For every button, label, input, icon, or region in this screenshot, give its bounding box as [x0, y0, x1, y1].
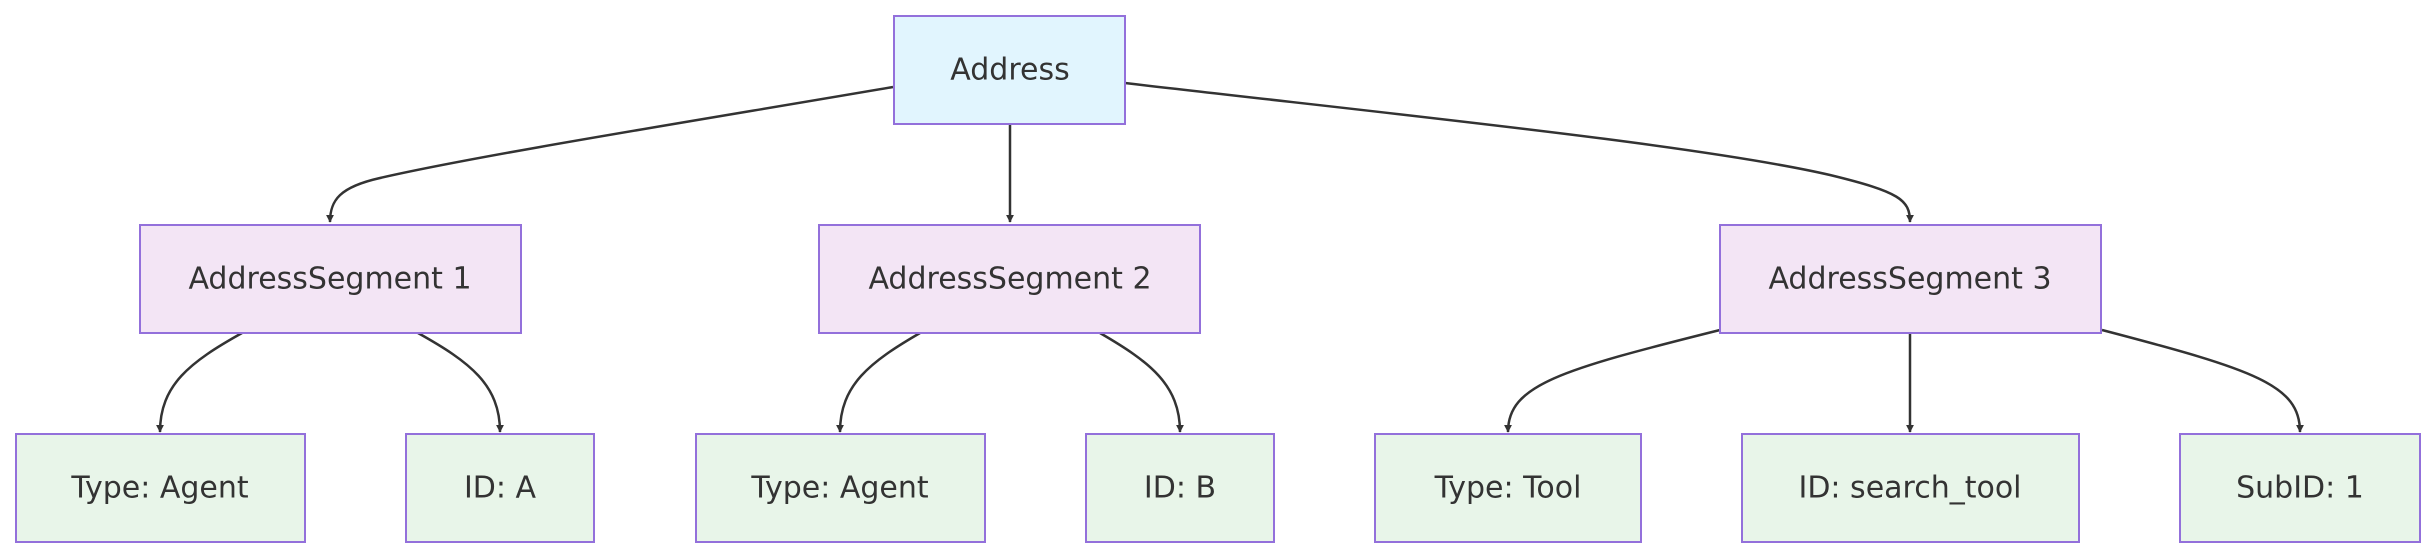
node-seg2-type-box [695, 433, 986, 543]
node-address-segment-3-box [1719, 224, 2102, 334]
node-address-label: Address [950, 53, 1069, 88]
edge-seg3-subid [2101, 328, 2304, 433]
edge-seg2-id [1099, 331, 1184, 433]
node-seg1-id-box [405, 433, 595, 543]
node-seg3-id-box [1741, 433, 2080, 543]
node-seg2-id: ID: B [1085, 433, 1275, 543]
node-address-segment-2-box [818, 224, 1201, 334]
node-seg3-type-label: Type: Tool [1434, 471, 1582, 506]
edge-seg1-id [417, 331, 504, 433]
node-address-box [893, 15, 1126, 125]
node-seg1-type: Type: Agent [15, 433, 306, 543]
node-address-segment-2-label: AddressSegment 2 [868, 262, 1151, 297]
node-seg2-type-label: Type: Agent [750, 471, 929, 506]
node-seg1-id: ID: A [405, 433, 595, 543]
edge-root-seg3 [1124, 81, 1914, 223]
node-address-segment-1-box [139, 224, 522, 334]
node-seg3-type: Type: Tool [1374, 433, 1642, 543]
node-seg3-subid: SubID: 1 [2179, 433, 2421, 543]
node-seg3-id-label: ID: search_tool [1798, 471, 2021, 506]
node-seg1-type-label: Type: Agent [70, 471, 249, 506]
node-address-segment-3-label: AddressSegment 3 [1768, 262, 2051, 297]
node-address-segment-1: AddressSegment 1 [139, 224, 522, 334]
node-seg2-id-label: ID: B [1144, 471, 1216, 506]
node-seg3-subid-label: SubID: 1 [2236, 471, 2364, 506]
node-address-segment-2: AddressSegment 2 [818, 224, 1201, 334]
edge-seg1-type [156, 331, 243, 433]
node-seg3-subid-box [2179, 433, 2421, 543]
edge-seg3-type [1504, 328, 1721, 433]
node-address-segment-1-label: AddressSegment 1 [188, 262, 471, 297]
node-seg3-id: ID: search_tool [1741, 433, 2080, 543]
edge-root-seg1 [326, 85, 894, 223]
node-address: Address [893, 15, 1126, 125]
node-address-segment-3: AddressSegment 3 [1719, 224, 2102, 334]
node-seg1-id-label: ID: A [464, 471, 537, 506]
edge-seg2-type [836, 331, 921, 433]
node-seg2-id-box [1085, 433, 1275, 543]
node-seg3-type-box [1374, 433, 1642, 543]
node-seg2-type: Type: Agent [695, 433, 986, 543]
node-seg1-type-box [15, 433, 306, 543]
edges [156, 81, 2304, 433]
